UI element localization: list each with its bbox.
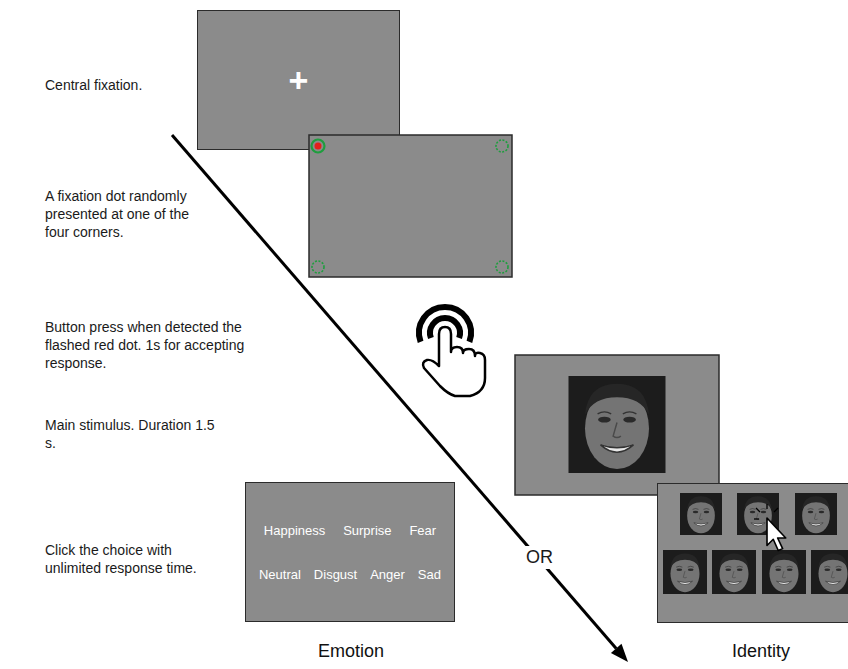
choice-option: Fear — [409, 523, 436, 538]
choice-option: Disgust — [314, 567, 357, 582]
or-label: OR — [523, 546, 556, 569]
step-description: Button press when detected the flashed r… — [45, 318, 245, 373]
step-description: Click the choice with unlimited response… — [45, 541, 220, 577]
choice-option: Neutral — [259, 567, 301, 582]
fixation-cross: + — [289, 61, 309, 100]
choice-option: Surprise — [343, 523, 391, 538]
timeline-arrow — [172, 135, 616, 648]
stimulus-screen — [515, 355, 719, 495]
step-description: Central fixation. — [45, 76, 142, 94]
screen-frame: + — [197, 10, 400, 150]
corner-dot-screen — [309, 135, 512, 277]
choice-option: Anger — [370, 567, 405, 582]
choice-option: Happiness — [264, 523, 325, 538]
panel-heading: Identity — [732, 641, 790, 661]
button-press-icon — [419, 307, 485, 396]
panel-heading: Emotion — [318, 641, 384, 661]
choice-option: Sad — [418, 567, 441, 582]
step-description: A fixation dot randomly presented at one… — [45, 187, 205, 242]
step-description: Main stimulus. Duration 1.5 s. — [45, 416, 215, 452]
screen-frame: Happiness Surprise FearNeutral Disgust Anger… — [245, 482, 455, 622]
arrow-head — [611, 644, 628, 662]
screen-frame: Identity — [657, 483, 848, 623]
